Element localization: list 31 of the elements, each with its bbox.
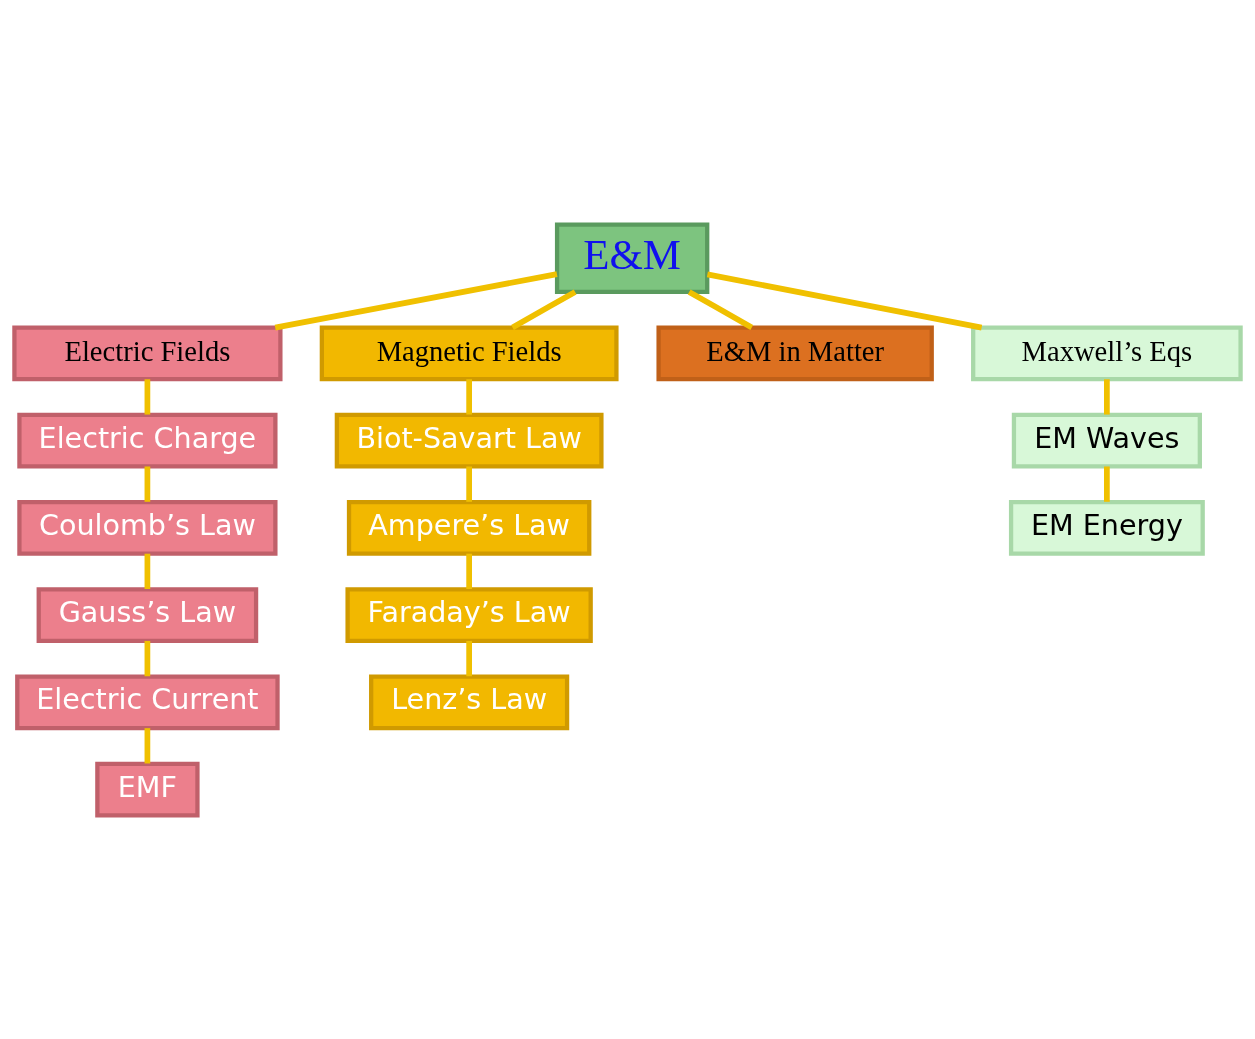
connector — [511, 289, 577, 330]
node-box: Coulomb’s Law — [17, 499, 278, 556]
node-box: Magnetic Fields — [319, 325, 619, 381]
node-box: E&M in Matter — [656, 325, 934, 381]
connector — [687, 289, 754, 330]
node-box: Electric Charge — [17, 412, 278, 469]
node-box: EMF — [95, 761, 200, 817]
node-box: Faraday’s Law — [345, 586, 593, 643]
node-box: Ampere’s Law — [346, 499, 592, 556]
node-box: Maxwell’s Eqs — [971, 325, 1243, 381]
connector — [1104, 378, 1110, 415]
connector — [144, 553, 151, 589]
connector — [1104, 466, 1110, 502]
connector — [466, 378, 472, 415]
node-box: Electric Current — [15, 673, 280, 730]
connector — [706, 271, 983, 330]
node-box: Lenz’s Law — [369, 673, 570, 730]
connector — [274, 270, 558, 330]
connector — [144, 378, 151, 415]
node-box: EM Waves — [1011, 412, 1202, 469]
node-box: Electric Fields — [12, 325, 283, 381]
connector — [466, 466, 472, 502]
node-box: EM Energy — [1008, 499, 1205, 556]
node-box: Biot-Savart Law — [334, 412, 604, 469]
connector — [466, 553, 472, 589]
connector — [144, 466, 151, 502]
node-box: Gauss’s Law — [36, 586, 259, 643]
connector — [144, 727, 151, 763]
node-box: E&M — [554, 222, 710, 294]
connector — [466, 640, 472, 676]
connector — [144, 640, 151, 676]
